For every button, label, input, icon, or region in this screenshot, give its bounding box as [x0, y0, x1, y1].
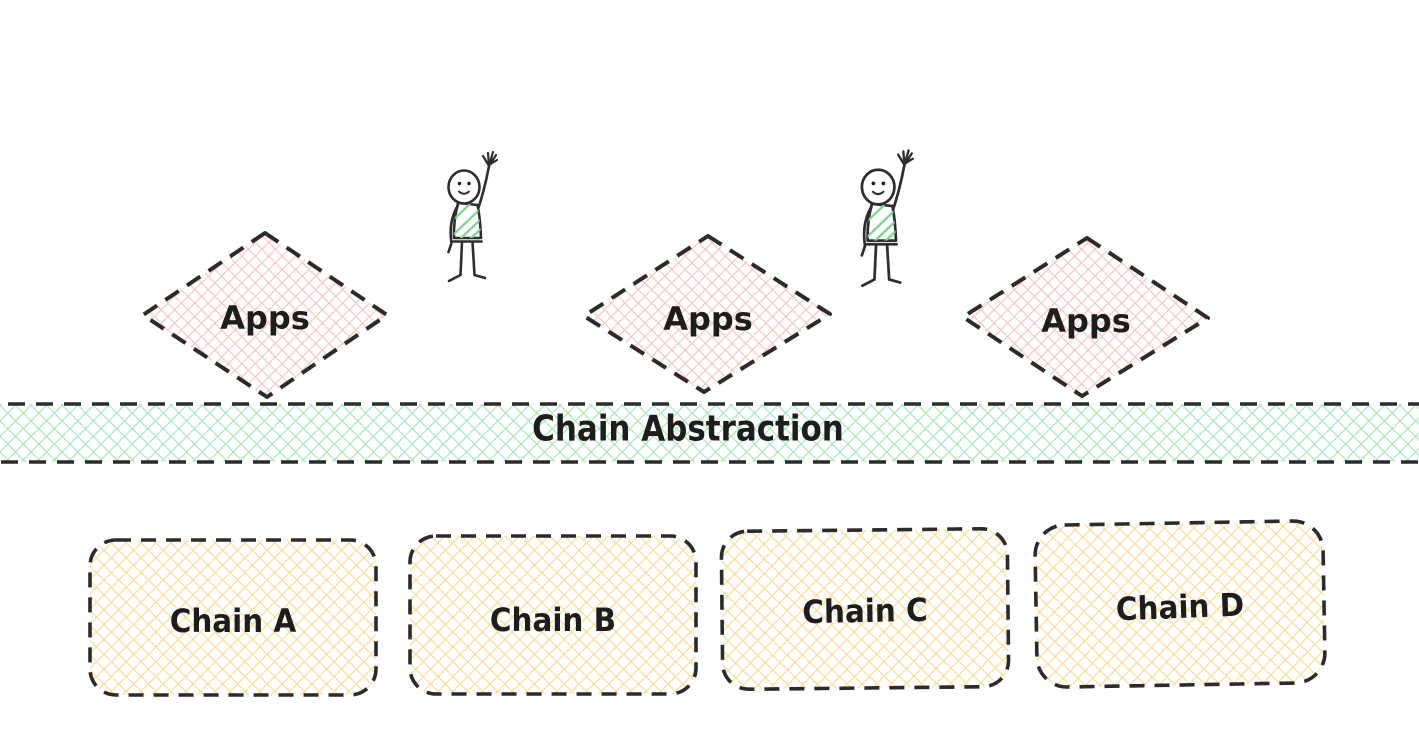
apps-diamond-3 [961, 236, 1210, 398]
apps-diamond-2 [582, 234, 832, 394]
chain-abstraction-label: Chain Abstraction [532, 408, 844, 450]
chain-d-label: Chain D [1115, 585, 1245, 629]
chain-b-label: Chain B [489, 601, 617, 639]
apps-diamond-1 [141, 231, 389, 399]
apps-label-3: Apps [1041, 302, 1131, 340]
apps-label-2: Apps [663, 300, 753, 338]
chain-c-box [719, 526, 1011, 692]
chain-c-label: Chain C [802, 590, 928, 632]
chain-abstraction-band [0, 402, 1419, 464]
chain-d-box [1033, 519, 1327, 689]
chain-a-box [88, 538, 378, 697]
waving-person-2 [862, 150, 913, 285]
apps-label-1: Apps [220, 299, 310, 337]
waving-person-1 [449, 152, 498, 281]
chain-a-label: Chain A [169, 602, 297, 640]
chain-b-box [408, 534, 698, 696]
